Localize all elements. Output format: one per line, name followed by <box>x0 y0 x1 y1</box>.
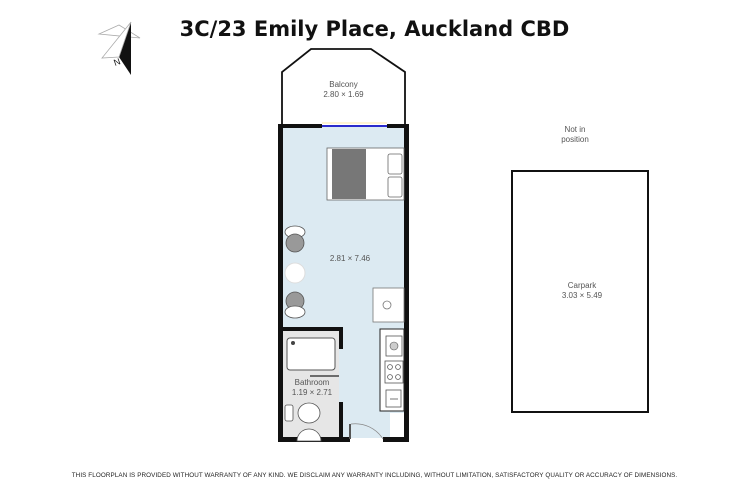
entry-door <box>349 423 384 440</box>
page-title: 3C/23 Emily Place, Auckland CBD <box>179 17 570 41</box>
balcony-label: Balcony 2.80 × 1.69 <box>323 80 364 99</box>
bed <box>326 147 405 201</box>
kitchen-bench <box>379 328 405 437</box>
disclaimer: THIS FLOORPLAN IS PROVIDED WITHOUT WARRA… <box>71 472 678 479</box>
north-arrow-icon: N <box>97 21 141 75</box>
carpark-outline <box>511 170 649 413</box>
carpark-note: Not in position <box>561 125 589 144</box>
dining-set <box>284 225 306 319</box>
svg-text:N: N <box>112 56 122 68</box>
bathroom-fixtures <box>284 337 336 442</box>
bathroom-label: Bathroom 1.19 × 2.71 <box>291 378 333 397</box>
appliance <box>372 287 405 323</box>
carpark-label: Carpark 3.03 × 5.49 <box>561 281 603 300</box>
main-room-label: 2.81 × 7.46 <box>329 254 371 263</box>
